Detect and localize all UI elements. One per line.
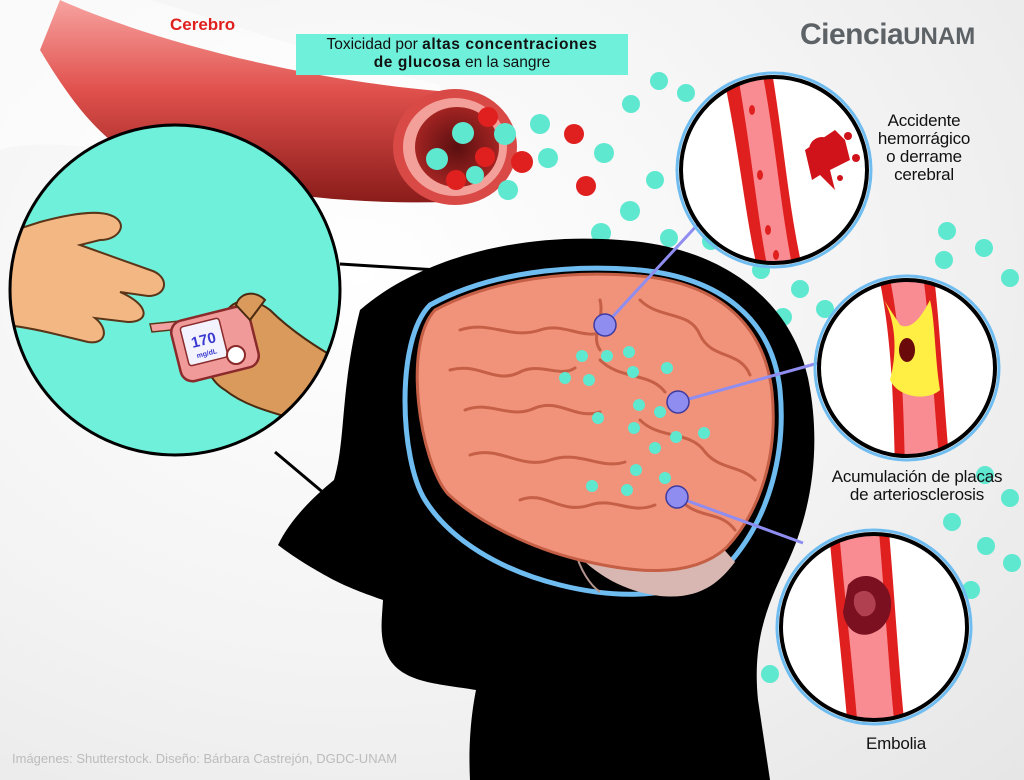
logo: CienciaUNAM bbox=[800, 18, 975, 52]
embolism-inset bbox=[775, 528, 973, 726]
title-prefix: Toxicidad por bbox=[326, 36, 423, 53]
label-line: Acumulación de placas bbox=[831, 467, 1003, 486]
pointer-dots bbox=[593, 313, 690, 509]
glucose-in-vessel bbox=[426, 122, 516, 184]
pointer-lines bbox=[603, 220, 823, 545]
glucometer-screen: 170 mg/dL bbox=[189, 329, 218, 360]
label-line: cerebral bbox=[894, 165, 954, 184]
label-line: Accidente bbox=[887, 111, 961, 130]
image-credit: Imágenes: Shutterstock. Diseño: Bárbara … bbox=[12, 751, 398, 766]
red-blood-cells bbox=[446, 107, 596, 196]
label-line: de arteriosclerosis bbox=[849, 485, 985, 504]
label-line: o derrame bbox=[886, 147, 962, 166]
logo-word-1: Ciencia bbox=[800, 18, 904, 51]
label-embolism: Embolia bbox=[836, 735, 956, 753]
title-box: Toxicidad por altas concentraciones de g… bbox=[296, 34, 628, 75]
title-suffix: en la sangre bbox=[460, 54, 551, 71]
blood-splatter-icon bbox=[805, 130, 860, 190]
vessel-label: Cerebro bbox=[170, 15, 236, 34]
label-line: Embolia bbox=[865, 734, 927, 753]
title-bold-1: altas concentraciones bbox=[422, 36, 598, 53]
glucose-in-brain bbox=[559, 346, 710, 496]
glucometer-inset bbox=[8, 123, 471, 507]
label-plaque: Acumulación de placas de arteriosclerosi… bbox=[812, 468, 1022, 504]
label-line: hemorrágico bbox=[877, 129, 971, 148]
glucometer-value: 170 bbox=[189, 329, 217, 352]
plaque-inset bbox=[813, 274, 1001, 462]
label-hemorrhage: Accidente hemorrágico o derrame cerebral bbox=[866, 112, 982, 184]
logo-word-2: UNAM bbox=[903, 23, 976, 50]
title-bold-2: de glucosa bbox=[373, 54, 461, 71]
hemorrhage-inset bbox=[675, 71, 873, 269]
